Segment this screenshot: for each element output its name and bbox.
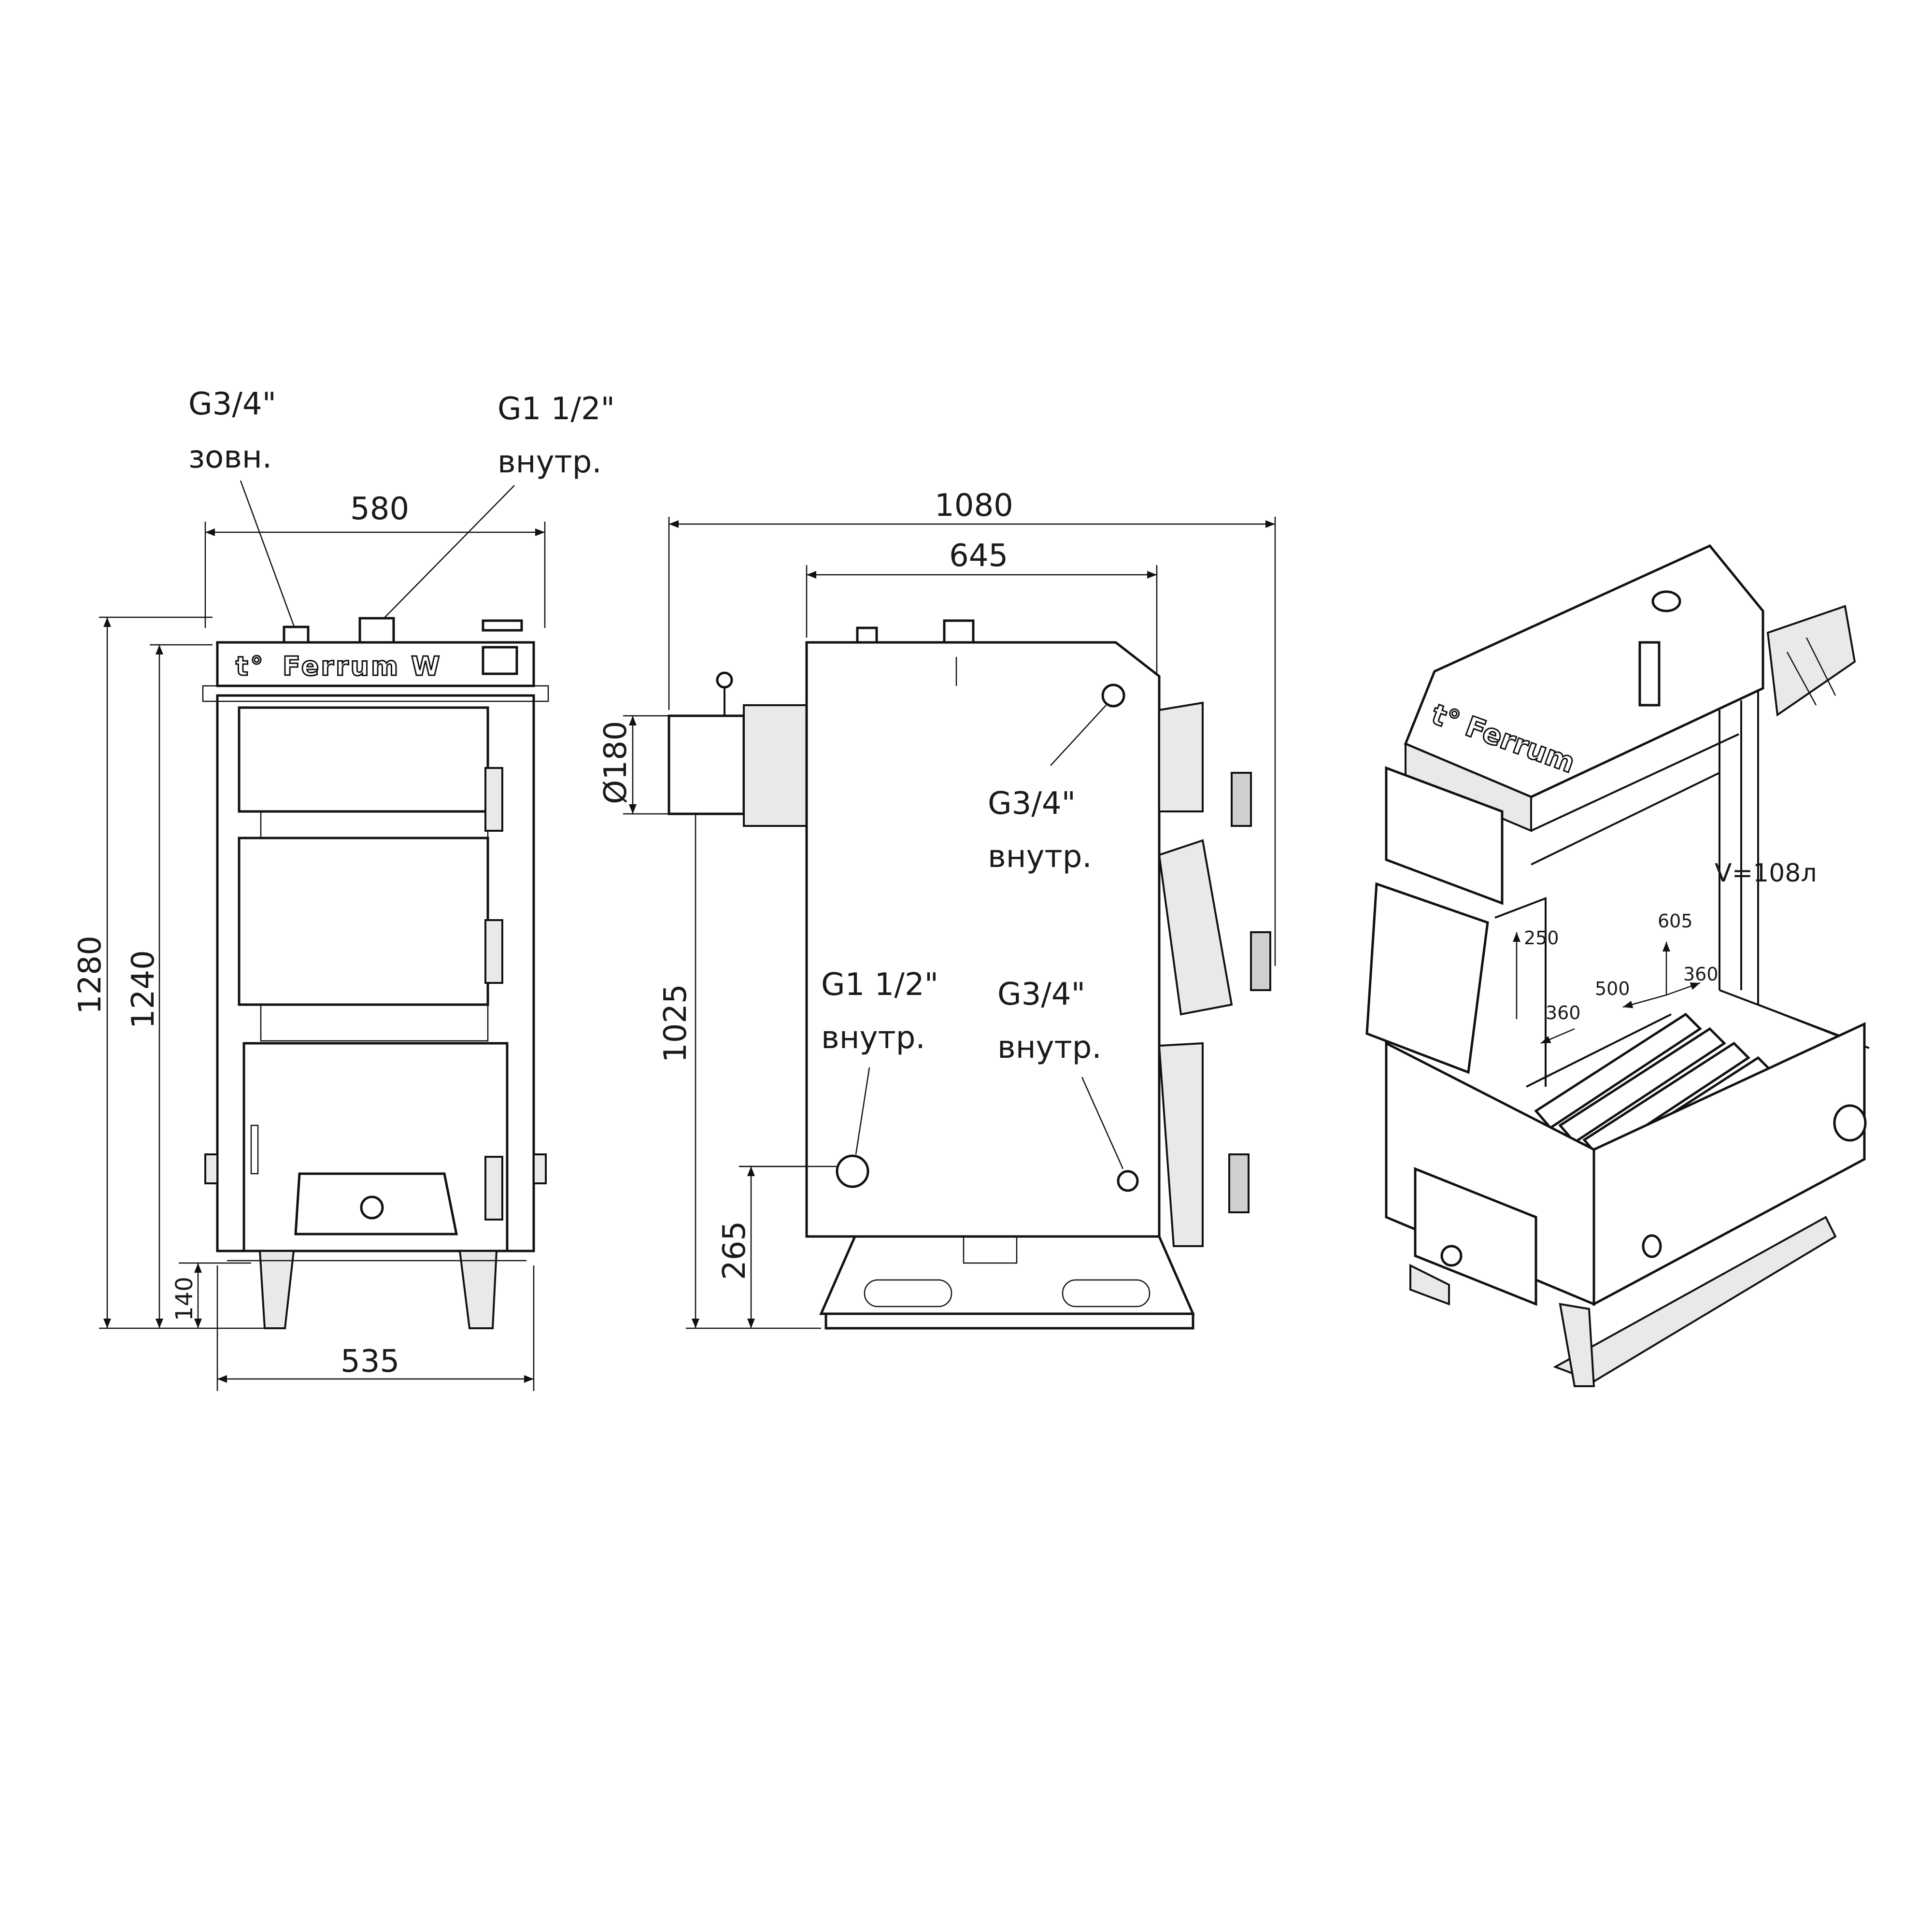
side-lower-left-fitting [836,1154,869,1188]
dim-overall-length: 1080 [668,488,1276,966]
side-base [819,1235,1195,1315]
side-flue-pipe [668,714,745,815]
front-brand-logo: Ferrum W [283,651,442,682]
front-view: G3/4" зовн. G1 1/2" внутр. 580 1280 1240 [72,386,615,1391]
front-brand-mark: t° [236,651,265,682]
front-right-leg [458,1250,498,1329]
dim-label-flue-diameter: Ø180 [598,721,634,804]
dim-label-1025: 1025 [658,984,694,1063]
dim-flue-diameter: Ø180 [598,715,669,815]
dim-label-580: 580 [350,491,409,527]
cutaway-upper-door [1385,766,1504,905]
cutaway-side-fitting [1833,1104,1867,1142]
cutaway-lower-side [1592,1022,1866,1307]
dim-label-360-left: 360 [1546,1002,1581,1023]
dim-label-1280: 1280 [72,936,108,1014]
front-top-left-fitting-size: G3/4" [188,386,276,422]
dim-arrow [1540,1028,1575,1044]
cutaway-volume-label: V=108л [1715,859,1817,888]
dim-label-605: 605 [1658,910,1693,932]
door-handle-icon [1250,931,1271,991]
side-lower-right-fitting-type: внутр. [997,1030,1102,1065]
side-upper-fitting-size: G3/4" [988,786,1076,822]
dim-top-width: 580 [204,491,546,628]
dim-label-500: 500 [1595,978,1630,999]
front-top-right-handle [482,619,523,632]
door-handle-icon [484,1156,503,1221]
leader-line [1081,1077,1124,1169]
front-upper-door [238,706,489,813]
side-middle-door [1158,839,1233,1016]
front-top-left-fitting-type: зовн. [188,440,272,475]
side-upper-fitting [1101,683,1125,708]
cutaway-view: t° Ferrum [1365,544,1870,1387]
door-handle-icon [1231,772,1252,827]
cutaway-top-fitting [1651,590,1681,612]
front-top-right-fitting-type: внутр. [497,444,602,480]
front-top-right-fitting-size: G1 1/2" [497,391,615,427]
dim-leg-height: 140 [171,1262,251,1328]
front-display-icon [482,646,518,675]
cutaway-flue-pipe [1766,605,1856,717]
side-lower-right-fitting [1117,1170,1139,1192]
flue-damper-knob-icon [716,671,733,689]
leader-line [855,1067,870,1155]
cutaway-base [1409,1264,1450,1306]
door-handle-icon [1228,1153,1250,1213]
side-view: 1080 645 Ø180 1025 265 [598,488,1276,1330]
side-flue-collar [743,704,808,827]
front-top-panel [216,641,535,687]
dim-label-1080: 1080 [935,488,1013,524]
cutaway-ash-door [1414,1167,1537,1306]
front-top-right-fitting [358,617,395,644]
dim-label-140: 140 [171,1277,198,1321]
leader-line [1050,705,1107,766]
leader-line [240,480,296,628]
dim-body-height: 1240 [126,644,213,1328]
side-upper-door [1158,701,1204,812]
dim-arrow [1666,982,1701,996]
dim-total-height: 1280 [72,616,270,1329]
dim-bottom-width: 535 [216,1265,535,1391]
dim-label-360-right: 360 [1683,964,1719,985]
dim-label-250: 250 [1524,927,1559,949]
side-upper-fitting-type: внутр. [988,839,1092,875]
dim-label-1240: 1240 [126,950,161,1029]
front-air-damper-icon [360,1195,384,1220]
front-middle-door [238,837,489,1006]
side-boiler-body [805,641,1161,1238]
leader-line [381,485,515,621]
cutaway-middle-door [1365,882,1489,1074]
dim-arrow [1622,994,1667,1009]
dim-body-length: 645 [806,538,1158,710]
cutaway-top-lid [1404,544,1764,798]
side-lower-left-fitting-type: внутр. [821,1020,925,1056]
door-handle-icon [484,919,503,984]
side-lower-door [1158,1042,1204,1247]
cutaway-air-damper-icon [1440,1245,1463,1267]
dim-label-535: 535 [341,1344,399,1379]
side-lower-right-fitting-size: G3/4" [997,977,1085,1012]
dim-label-265: 265 [717,1221,753,1280]
front-left-leg [258,1250,295,1329]
front-top-left-fitting [283,625,310,644]
side-lower-left-fitting-size: G1 1/2" [821,967,938,1003]
door-handle-icon [484,767,503,832]
dim-label-645: 645 [949,538,1008,574]
dim-flue-height: 1025 [658,765,821,1329]
